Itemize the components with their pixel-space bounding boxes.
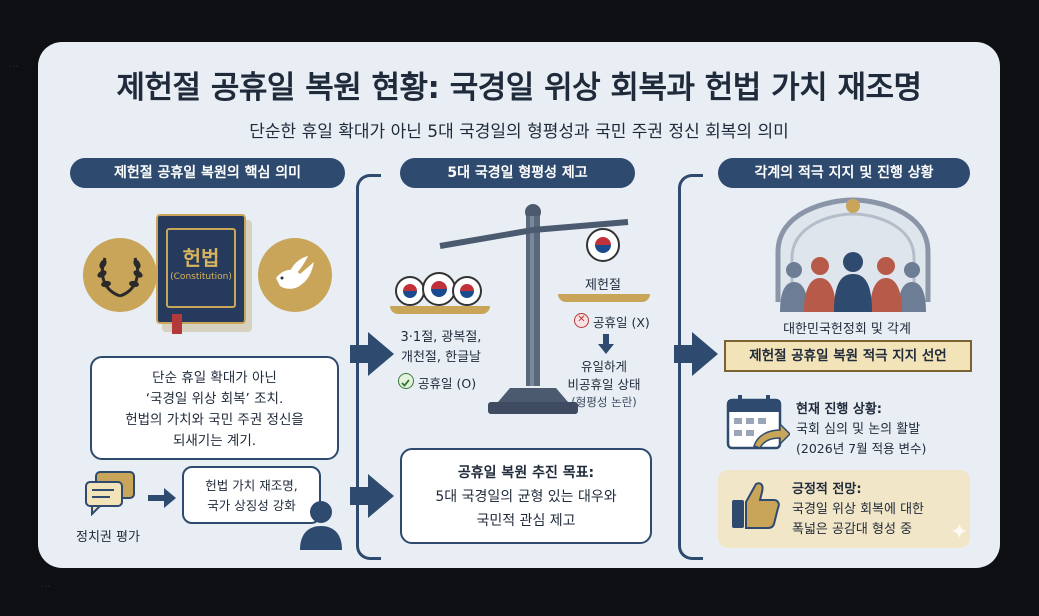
book-subtitle: (Constitution) bbox=[170, 272, 232, 282]
note-line: 되새기는 계기. bbox=[172, 433, 257, 449]
left-pan-line: 개천절, 한글날 bbox=[400, 350, 482, 365]
outlook-line: 폭넓은 공감대 형성 중 bbox=[792, 522, 913, 537]
speaker-label: 정치권 평가 bbox=[76, 530, 140, 545]
outlook-line: 긍정적 전망: bbox=[792, 482, 862, 497]
right-status: 공휴일 (X) bbox=[593, 315, 650, 330]
left-bracket bbox=[356, 174, 381, 560]
small-arrow-icon bbox=[148, 488, 176, 512]
down-arrow-icon bbox=[598, 334, 614, 358]
thumbs-up-icon bbox=[730, 478, 782, 534]
chat-icon bbox=[84, 470, 136, 517]
goal-line: 공휴일 복원 추진 목표: bbox=[457, 465, 595, 481]
check-icon bbox=[398, 373, 414, 389]
arrow-to-goal bbox=[350, 474, 394, 518]
laurel-icon bbox=[83, 238, 157, 312]
left-pan-line: 3·1절, 광복절, bbox=[400, 330, 482, 345]
note-line: 헌법의 가치와 국민 주권 정신을 bbox=[125, 412, 304, 428]
left-status: 공휴일 (O) bbox=[418, 376, 477, 391]
note-line: 단순 휴일 확대가 아닌 bbox=[152, 370, 277, 386]
flag-icon bbox=[452, 276, 482, 306]
person-icon bbox=[298, 498, 344, 554]
support-banner: 제헌절 공휴일 복원 적극 지지 선언 bbox=[724, 340, 972, 372]
sparkle-icon: ✦ bbox=[950, 520, 969, 545]
scale-icon bbox=[428, 202, 638, 422]
right-desc-line: 비공휴일 상태 bbox=[567, 377, 641, 392]
right-desc-line: 유일하게 bbox=[580, 359, 627, 374]
dove-icon bbox=[258, 238, 332, 312]
left-section-header: 제헌절 공휴일 복원의 핵심 의미 bbox=[70, 158, 345, 188]
middle-bracket bbox=[678, 174, 703, 560]
people-group-icon bbox=[768, 250, 938, 312]
building-icon bbox=[768, 192, 938, 312]
constitution-book: 헌법 (Constitution) bbox=[156, 214, 252, 334]
flag-icon bbox=[422, 272, 456, 306]
core-meaning-note: 단순 휴일 확대가 아닌 ‘국경일 위상 회복’ 조치. 헌법의 가치와 국민 … bbox=[90, 356, 339, 460]
group-label: 대한민국헌정회 및 각계 bbox=[783, 322, 911, 337]
book-title: 헌법 bbox=[182, 246, 220, 270]
page-title: 제헌절 공휴일 복원 현황: 국경일 위상 회복과 헌법 가치 재조명 bbox=[116, 70, 922, 106]
flag-icon bbox=[586, 228, 620, 262]
bookmark-ribbon bbox=[172, 314, 182, 334]
calendar-icon bbox=[726, 394, 792, 458]
right-pan bbox=[558, 294, 650, 302]
outlook-line: 국경일 위상 회복에 대한 bbox=[792, 502, 924, 517]
middle-section-header: 5대 국경일 형평성 제고 bbox=[400, 158, 635, 188]
goal-line: 5대 국경일의 균형 있는 대우와 bbox=[435, 489, 617, 505]
speech-line: 헌법 가치 재조명, bbox=[205, 478, 298, 493]
infographic-card: 제헌절 공휴일 복원 현황: 국경일 위상 회복과 헌법 가치 재조명 단순한 … bbox=[38, 42, 1000, 568]
speech-bubble: 헌법 가치 재조명, 국가 상징성 강화 bbox=[182, 466, 321, 524]
goal-box: 공휴일 복원 추진 목표: 5대 국경일의 균형 있는 대우와 국민적 관심 제… bbox=[400, 448, 652, 544]
progress-line: (2026년 7월 적용 변수) bbox=[796, 441, 927, 456]
goal-line: 국민적 관심 제고 bbox=[476, 513, 576, 529]
background-text: ··· bbox=[8, 60, 19, 73]
speech-line: 국가 상징성 강화 bbox=[207, 498, 296, 513]
right-section-header: 각계의 적극 지지 및 진행 상황 bbox=[718, 158, 970, 188]
x-icon: ✕ bbox=[574, 313, 589, 328]
background-text: ··· bbox=[40, 580, 51, 593]
right-pan-label: 제헌절 bbox=[585, 278, 621, 293]
flag-icon bbox=[395, 276, 425, 306]
progress-line: 현재 진행 상황: bbox=[796, 402, 883, 417]
right-note: (형평성 논란) bbox=[571, 395, 637, 409]
left-pan bbox=[390, 306, 490, 314]
page-subtitle: 단순한 휴일 확대가 아닌 5대 국경일의 형평성과 국민 주권 정신 회복의 … bbox=[249, 122, 789, 142]
arrow-to-right bbox=[674, 332, 718, 376]
progress-line: 국회 심의 및 논의 활발 bbox=[796, 422, 921, 437]
arrow-to-scale bbox=[350, 332, 394, 376]
note-line: ‘국경일 위상 회복’ 조치. bbox=[145, 391, 284, 407]
